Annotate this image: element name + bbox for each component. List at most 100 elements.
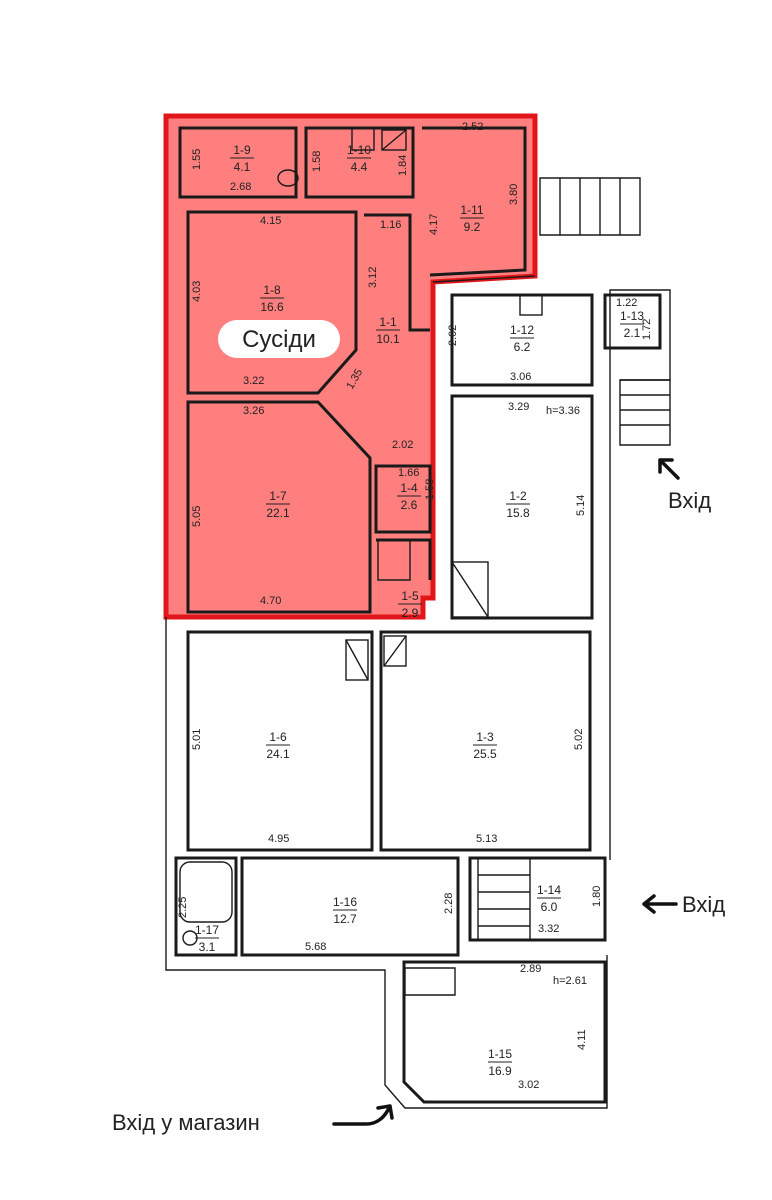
room-area: 6.0 [541, 900, 558, 914]
neighbors-label: Сусіди [242, 326, 316, 353]
room-label-1-13: 1-13 2.1 [620, 309, 644, 340]
room-id: 1-5 [401, 589, 419, 603]
room-label-1-8: 1-8 16.6 [260, 283, 284, 314]
room-label-1-6: 1-6 24.1 [266, 730, 290, 761]
dimension-label: 1.58 [311, 151, 323, 172]
dimension-label: 2.02 [447, 325, 459, 346]
room-area: 4.4 [351, 160, 368, 174]
room-area: 3.1 [199, 940, 216, 954]
room-id: 1-3 [476, 730, 494, 744]
room-id: 1-8 [263, 283, 281, 297]
dimension-label: 5.02 [573, 729, 585, 750]
neighbors-highlight-area [163, 113, 538, 620]
fixtures [179, 127, 543, 946]
room-label-1-14: 1-14 6.0 [537, 883, 561, 914]
neighbors-badge [218, 320, 340, 358]
room-id: 1-6 [269, 730, 287, 744]
dimension-labels: 2.52 1.55 2.68 1.58 1.84 3.80 4.15 1.16 4.17 4.03… [177, 121, 653, 1091]
room-labels: 1-110.11-215.81-325.51-42.61-52.91-624.1… [195, 143, 644, 1078]
room-area: 16.6 [260, 300, 284, 314]
room-area: 25.5 [473, 747, 497, 761]
room-id: 1-17 [195, 923, 219, 937]
room-label-1-4: 1-42.6 [397, 481, 421, 512]
room-area: 2.1 [624, 326, 641, 340]
room-area: 16.9 [488, 1064, 512, 1078]
room-area: 24.1 [266, 747, 290, 761]
dimension-label: 3.06 [510, 371, 531, 383]
room-label-1-11: 1-11 9.2 [460, 203, 484, 234]
room-label-1-16: 1-16 12.7 [333, 895, 357, 926]
dimension-label: 3.29 [508, 401, 529, 413]
room-id: 1-2 [509, 489, 527, 503]
dimension-label: 5.68 [305, 941, 326, 953]
room-area: 2.6 [401, 498, 418, 512]
room-label-1-12: 1-12 6.2 [510, 323, 534, 354]
height-label-2: h=2.61 [553, 975, 587, 987]
dimension-label: 1.55 [191, 149, 203, 170]
room-id: 1-9 [233, 143, 251, 157]
dimension-label: 2.89 [520, 963, 541, 975]
dimension-label: 1.16 [380, 219, 401, 231]
dimension-label: 4.70 [260, 595, 281, 607]
room-id: 1-16 [333, 895, 357, 909]
room-label-1-5: 1-52.9 [398, 589, 422, 620]
dimension-label: 5.14 [575, 495, 587, 516]
dimension-label: 4.15 [260, 215, 281, 227]
dimension-label: 3.80 [508, 184, 520, 205]
room-id: 1-12 [510, 323, 534, 337]
entry-right-top: Вхід [658, 458, 711, 513]
dimension-label: 2.02 [392, 439, 413, 451]
room-label-1-9: 1-94.1 [230, 143, 254, 174]
entry-label-shop: Вхід у магазин [112, 1110, 260, 1135]
dimension-label: 5.05 [191, 506, 203, 527]
room-label-1-1: 1-110.1 [376, 315, 400, 346]
entry-right-mid: Вхід [642, 892, 725, 917]
dimension-label: 1.22 [616, 297, 637, 309]
dimension-label: 1.84 [397, 155, 409, 176]
room-id: 1-15 [488, 1047, 512, 1061]
dimension-label: 2.68 [230, 181, 251, 193]
dimension-label: 1.72 [641, 319, 653, 340]
room-id: 1-14 [537, 883, 561, 897]
room-label-1-10: 1-10 4.4 [347, 143, 371, 174]
arrow-icon [642, 894, 678, 914]
entry-shop: Вхід у магазин [112, 1104, 394, 1135]
room-area: 22.1 [266, 506, 290, 520]
room-area: 9.2 [464, 220, 481, 234]
dimension-label: 4.17 [428, 214, 440, 235]
arrow-icon [658, 458, 680, 480]
entry-label-right-top: Вхід [668, 488, 711, 513]
room-label-1-2: 1-215.8 [506, 489, 530, 520]
dimension-label: 5.13 [476, 833, 497, 845]
dimension-label: 4.03 [191, 281, 203, 302]
room-id: 1-4 [400, 481, 418, 495]
entry-label-right-mid: Вхід [682, 892, 725, 917]
room-area: 10.1 [376, 332, 400, 346]
room-label-1-7: 1-7 22.1 [266, 489, 290, 520]
height-label-1: h=3.36 [546, 405, 580, 417]
dimension-label: 3.12 [367, 267, 379, 288]
room-id: 1-10 [347, 143, 371, 157]
dimension-label: 2.25 [177, 897, 189, 918]
room-area: 4.1 [234, 160, 251, 174]
dimension-label: 1.66 [398, 467, 419, 479]
room-area: 12.7 [333, 912, 357, 926]
room-label-1-15: 1-15 16.9 [488, 1047, 512, 1078]
dimension-label: 4.95 [268, 833, 289, 845]
room-label-1-3: 1-3 25.5 [473, 730, 497, 761]
room-id: 1-11 [460, 203, 483, 217]
arrow-icon [332, 1104, 394, 1126]
dimension-label: 4.11 [576, 1029, 588, 1050]
dimension-label: 2.52 [462, 121, 483, 133]
room-id: 1-7 [269, 489, 287, 503]
dimension-label: 3.22 [243, 375, 264, 387]
dimension-label: 3.26 [243, 405, 264, 417]
room-area: 6.2 [514, 340, 531, 354]
room-id: 1-13 [620, 309, 644, 323]
dimension-label: 1.80 [591, 886, 603, 907]
right-rooms-walls [174, 293, 662, 1104]
dimension-label: 5.01 [191, 729, 203, 750]
dimension-label: 3.02 [518, 1079, 539, 1091]
room-label-1-17: 1-17 3.1 [195, 923, 219, 954]
